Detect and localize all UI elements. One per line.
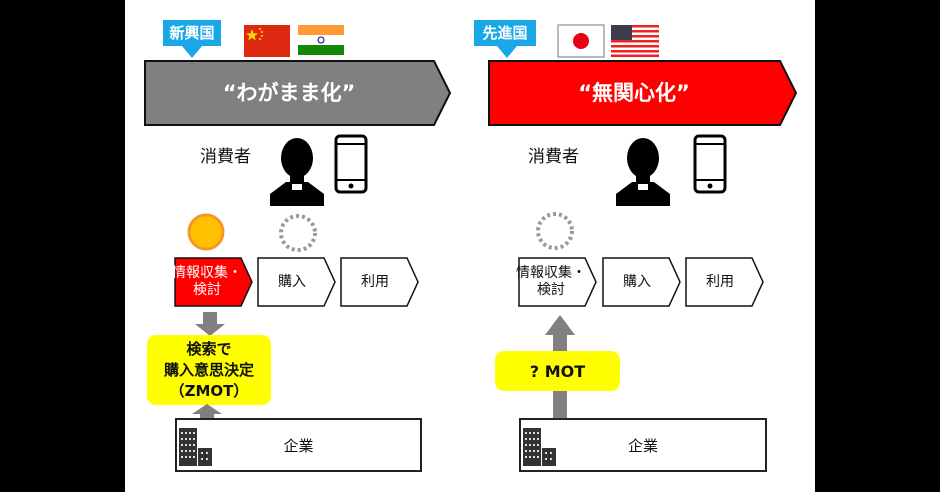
- step-info-gathering[interactable]: 情報収集・ 検討: [172, 257, 242, 307]
- company-box: 企業: [519, 418, 767, 472]
- step-label: 情報収集・: [516, 265, 586, 281]
- left-banner-shape: [144, 60, 452, 126]
- company-label: 企業: [283, 436, 314, 455]
- callout-line: ? MOT: [529, 361, 586, 381]
- step-label: 情報収集・: [172, 265, 242, 281]
- tag-pointer-icon: [497, 46, 517, 58]
- step-purchase[interactable]: 購入: [278, 273, 306, 290]
- step-info-gathering[interactable]: 情報収集・ 検討: [516, 257, 586, 307]
- callout-line: （ZMOT）: [169, 381, 249, 400]
- step-usage[interactable]: 利用: [361, 273, 389, 290]
- japan-flag-icon: [557, 24, 605, 58]
- right-banner-shape: [488, 60, 798, 126]
- step-label: 検討: [193, 282, 221, 298]
- emerging-countries-tag: 新興国: [163, 20, 221, 46]
- consumer-label: 消費者: [200, 147, 251, 167]
- step-shape: [340, 257, 419, 307]
- india-flag-icon: [298, 25, 344, 55]
- smartphone-icon: [334, 134, 368, 194]
- consumer-label: 消費者: [528, 147, 579, 167]
- company-label: 企業: [627, 436, 658, 455]
- smartphone-icon: [693, 134, 727, 194]
- callout-line: 検索で: [186, 339, 232, 358]
- arrow-down-icon: [195, 312, 225, 336]
- building-icon: [523, 428, 556, 466]
- step-usage[interactable]: 利用: [706, 273, 734, 290]
- step-shape: [685, 257, 764, 307]
- zmot-callout: 検索で 購入意思決定 （ZMOT）: [147, 335, 271, 405]
- dotted-circle-icon: [279, 214, 317, 252]
- left-banner-title: “わがまま化”: [222, 81, 356, 105]
- step-shape: [518, 257, 597, 307]
- callout-line: 購入意思決定: [163, 360, 254, 379]
- right-banner-title: “無関心化”: [578, 81, 690, 105]
- step-label: 検討: [537, 282, 565, 298]
- building-icon: [179, 428, 212, 466]
- step-shape: [602, 257, 681, 307]
- mot-callout: ? MOT: [495, 351, 620, 391]
- person-icon: [270, 138, 324, 206]
- usa-flag-icon: [611, 25, 659, 57]
- step-purchase[interactable]: 購入: [623, 273, 651, 290]
- china-flag-icon: [244, 25, 290, 57]
- dotted-circle-icon: [536, 212, 574, 250]
- tag-pointer-icon: [182, 46, 202, 58]
- company-box: 企業: [175, 418, 422, 472]
- person-icon: [616, 138, 670, 206]
- sun-icon: [187, 213, 225, 251]
- developed-countries-tag: 先進国: [474, 20, 536, 46]
- step-shape: [174, 257, 253, 307]
- step-shape: [257, 257, 336, 307]
